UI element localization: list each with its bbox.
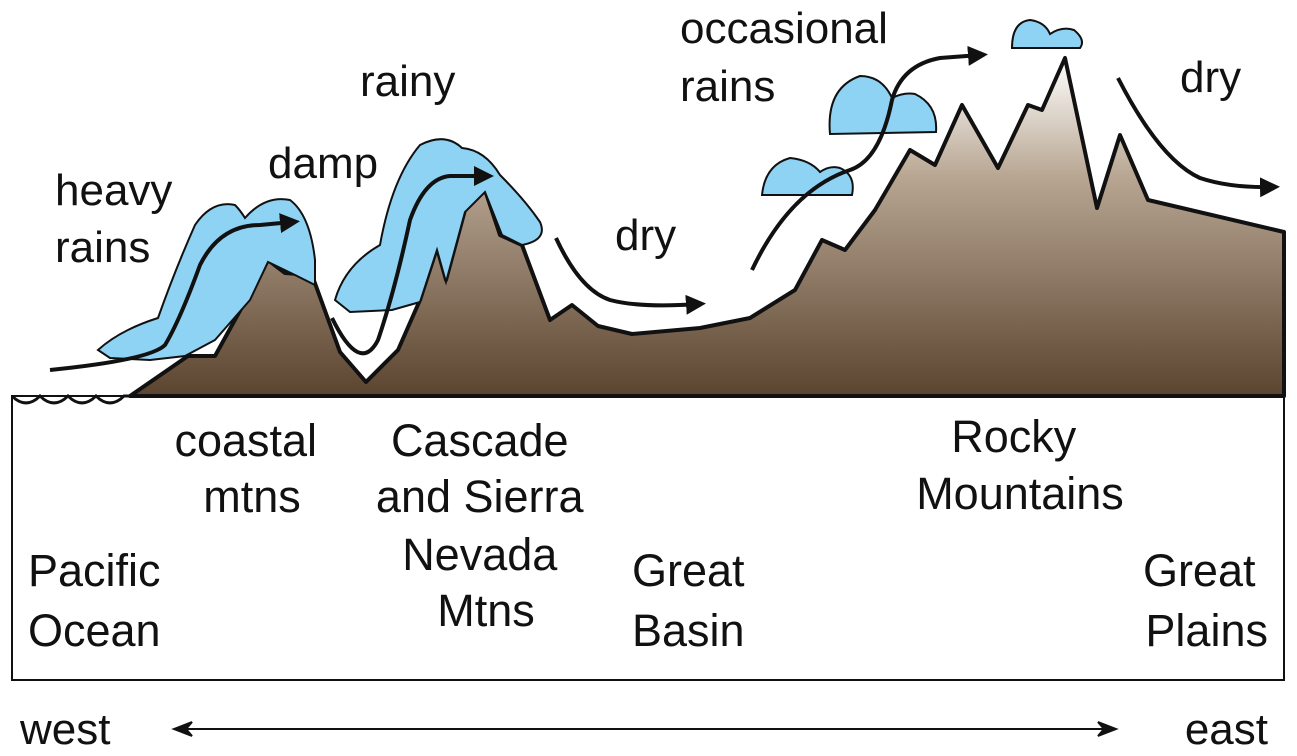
airflow-plains-arrow (1116, 77, 1280, 198)
label-dry-plains: dry (1180, 53, 1241, 102)
air-flow-arrows (49, 45, 1280, 372)
label-cascade-sierra-line1: Cascade (391, 415, 569, 466)
label-occasional-rains-line1: occasional (680, 4, 888, 53)
label-great-plains-line1: Great (1143, 545, 1256, 596)
direction-arrow (171, 721, 1119, 737)
label-great-basin: Great Basin (632, 545, 757, 656)
label-dry-basin: dry (615, 211, 676, 260)
label-pacific-ocean: Pacific Ocean (28, 545, 173, 656)
arrow-right-icon (1097, 721, 1119, 737)
label-coastal-mtns-line1: coastal (174, 415, 317, 466)
label-cascade-sierra-line2: and Sierra (376, 471, 585, 522)
label-coastal-mtns-line2: mtns (203, 471, 301, 522)
cloud-top-icon (1010, 18, 1083, 49)
label-pacific-ocean-line2: Ocean (28, 605, 161, 656)
label-rocky-mountains-line1: Rocky (951, 411, 1077, 462)
airflow-basin-arrow (554, 237, 706, 315)
cloud-small-icon (760, 156, 854, 196)
label-cascade-sierra: Cascade and Sierra Nevada Mtns (376, 415, 596, 636)
airflow-cascade-arrow (330, 166, 494, 356)
label-great-plains: Great Plains (1143, 545, 1268, 656)
label-rocky-mountains: Rocky Mountains (916, 411, 1124, 519)
label-east: east (1185, 705, 1268, 754)
label-heavy-rains: heavy rains (55, 166, 185, 272)
label-coastal-mtns: coastal mtns (174, 415, 329, 522)
terrain-profile (128, 56, 1286, 398)
label-heavy-rains-line2: rains (55, 223, 150, 272)
label-cascade-sierra-line3: Nevada (402, 529, 558, 580)
region-box (11, 395, 1285, 681)
label-occasional-rains: occasional rains (680, 4, 900, 111)
label-heavy-rains-line1: heavy (55, 166, 172, 215)
label-damp: damp (268, 139, 378, 188)
cloud-coastal-icon (96, 198, 316, 362)
arrow-left-icon (171, 721, 193, 737)
airflow-coastal-arrow (49, 213, 300, 372)
label-west: west (19, 705, 110, 754)
ocean-waves (10, 393, 132, 405)
airflow-rockies-arrow (750, 45, 988, 271)
label-pacific-ocean-line1: Pacific (28, 545, 161, 596)
label-great-basin-line2: Basin (632, 605, 745, 656)
cloud-medium-icon (828, 74, 938, 136)
label-cascade-sierra-line4: Mtns (437, 585, 535, 636)
label-great-plains-line2: Plains (1145, 605, 1268, 656)
label-occasional-rains-line2: rains (680, 62, 775, 111)
label-rocky-mountains-line2: Mountains (916, 468, 1124, 519)
label-rainy: rainy (360, 57, 455, 106)
label-great-basin-line1: Great (632, 545, 745, 596)
